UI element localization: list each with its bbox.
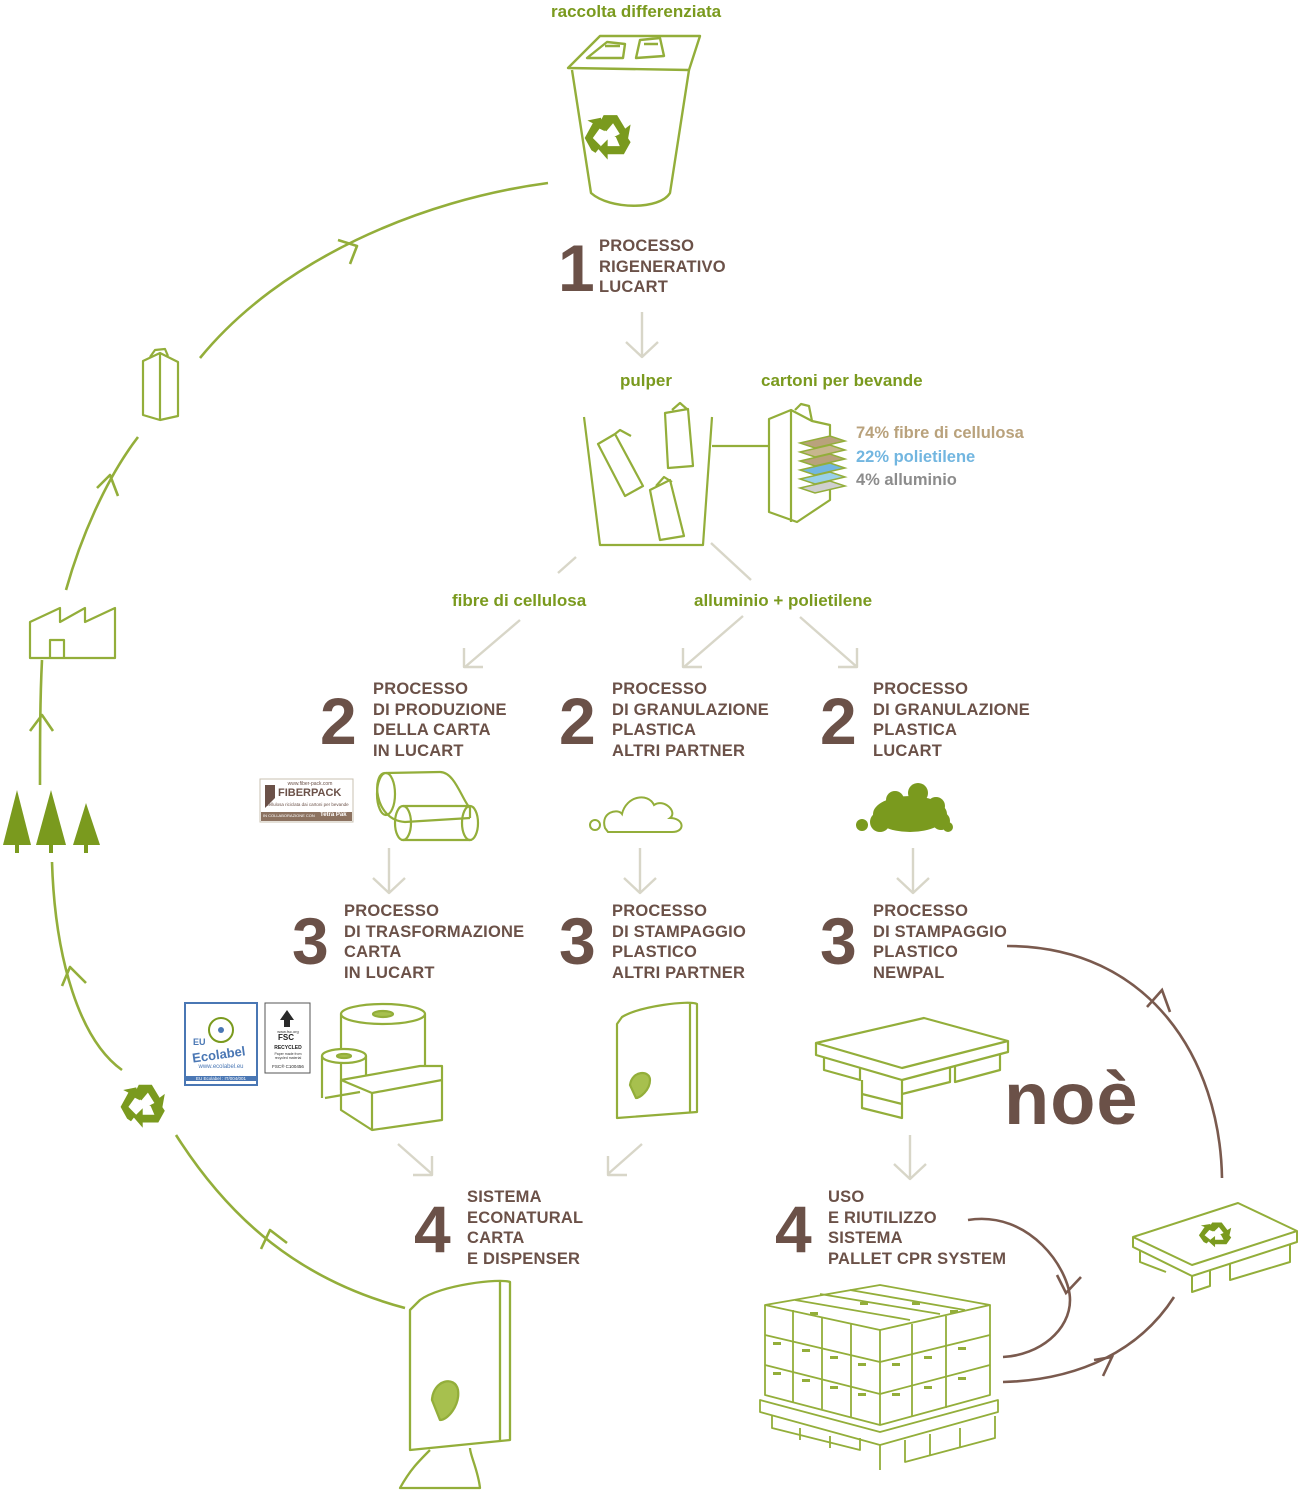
step-2b-number: 2	[559, 684, 596, 758]
pallet-cycle	[967, 944, 1224, 1384]
factory-icon	[28, 606, 117, 660]
pulper-label: pulper	[620, 371, 672, 390]
fiberpack-url: www.fiber-pack.com	[287, 781, 333, 787]
composition-aluminium: 4% alluminio	[856, 471, 957, 489]
fsc-recycled: RECYCLED	[274, 1045, 302, 1051]
granules-outline-icon	[589, 796, 683, 833]
pulper-icon	[582, 401, 768, 547]
step-4a-number: 4	[414, 1192, 451, 1266]
loaded-pallet-icon	[759, 1284, 999, 1470]
fsc-logo	[264, 1002, 311, 1074]
trees-icon	[3, 790, 100, 853]
recycled-pallet-icon	[1132, 1202, 1298, 1293]
step-4b-number: 4	[775, 1192, 812, 1266]
collection-label: raccolta differenziata	[551, 2, 722, 21]
drink-carton-icon	[141, 347, 180, 422]
aluminium-polyethylene-label: alluminio + polietilene	[694, 591, 873, 610]
cycle-arrowheads	[28, 238, 359, 1250]
fsc-claim: Paper made from recycled material	[274, 1052, 302, 1060]
large-dispenser-icon	[398, 1279, 512, 1490]
ecolabel-eu: EU	[193, 1037, 206, 1047]
granules-pile-icon	[856, 783, 953, 832]
fiberpack-logo	[259, 778, 354, 823]
fiberpack-collab: IN COLLABORAZIONE CON	[263, 813, 315, 818]
fsc-url: www.fsc.org	[277, 1029, 299, 1034]
step-1-number: 1	[558, 231, 595, 305]
ecolabel-url: www.ecolabel.eu	[198, 1064, 244, 1070]
paper-roll-icon	[375, 770, 480, 842]
ecolabel-code: EU Ecolabel : IT/004/001	[186, 1076, 256, 1081]
recycling-bin-icon	[566, 34, 702, 207]
beverage-cartons-label: cartoni per bevande	[761, 371, 923, 390]
step-3c-number: 3	[820, 904, 857, 978]
cycle-path	[38, 181, 549, 1310]
fsc-code: FSC® C100456	[272, 1064, 304, 1069]
step-2a-number: 2	[320, 684, 357, 758]
tissue-products-icon	[320, 1002, 444, 1132]
fsc-name: FSC	[278, 1033, 294, 1042]
cellulose-fibres-label: fibre di cellulosa	[452, 591, 587, 610]
ecolabel-logo	[184, 1002, 258, 1086]
recycle-icon	[120, 1084, 165, 1128]
carton-layers-icon	[797, 435, 848, 494]
step-2c-number: 2	[820, 684, 857, 758]
pallet-icon	[814, 1016, 1010, 1120]
tetrapak-name: Tetra Pak	[320, 812, 347, 818]
flow-arrows	[372, 312, 930, 1181]
fiberpack-tagline: Cellulosa riciclata dai cartoni per beva…	[265, 802, 349, 807]
fiberpack-name: FIBERPACK	[278, 787, 342, 799]
noe-brand-logo: noè	[1004, 1057, 1139, 1140]
step-3b-number: 3	[559, 904, 596, 978]
composition-polyethylene: 22% polietilene	[856, 448, 976, 466]
dispenser-icon	[615, 1001, 699, 1120]
box-handles	[773, 1302, 966, 1396]
composition-cellulose: 74% fibre di cellulosa	[856, 424, 1024, 442]
step-3a-number: 3	[292, 904, 329, 978]
